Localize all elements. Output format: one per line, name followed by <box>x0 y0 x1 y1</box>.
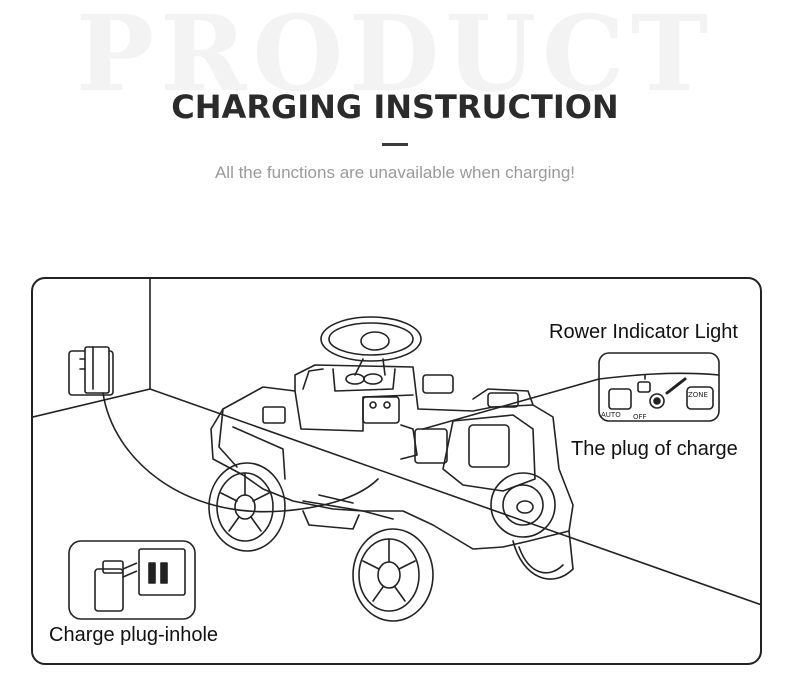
charge-plug-label: The plug of charge <box>571 438 738 460</box>
floor-line-right <box>149 388 760 606</box>
steering-wheel <box>320 316 422 376</box>
page-title: CHARGING INSTRUCTION <box>171 88 619 126</box>
indicator-light-label: Rower Indicator Light <box>549 321 738 343</box>
plug-inhole-inset <box>68 540 196 620</box>
title-divider <box>382 143 408 146</box>
control-panel-callout <box>598 352 720 422</box>
page-subtitle: All the functions are unavailable when c… <box>214 163 576 182</box>
charge-cable <box>102 392 379 513</box>
running-board <box>302 510 360 530</box>
zone-label: ZONE <box>688 391 708 399</box>
right-rear-wheel <box>512 530 574 580</box>
plug-inhole-label: Charge plug-inhole <box>49 624 219 646</box>
wall-outlet-charger <box>68 346 114 396</box>
watermark-text: PRODUCT <box>75 0 715 115</box>
off-label: OFF <box>633 413 647 421</box>
auto-label: AUTO <box>601 411 621 419</box>
floor-line-left <box>33 388 151 418</box>
ride-on-car-illustration: AUTO ZONE OFF <box>33 279 760 622</box>
spare-tire <box>490 472 556 538</box>
illustration-frame: AUTO ZONE OFF Rower Indicator Light The … <box>31 277 762 665</box>
car-body <box>210 364 574 550</box>
rear-wheel <box>352 528 434 622</box>
callout-pointer <box>422 378 600 430</box>
front-wheel <box>208 462 286 552</box>
